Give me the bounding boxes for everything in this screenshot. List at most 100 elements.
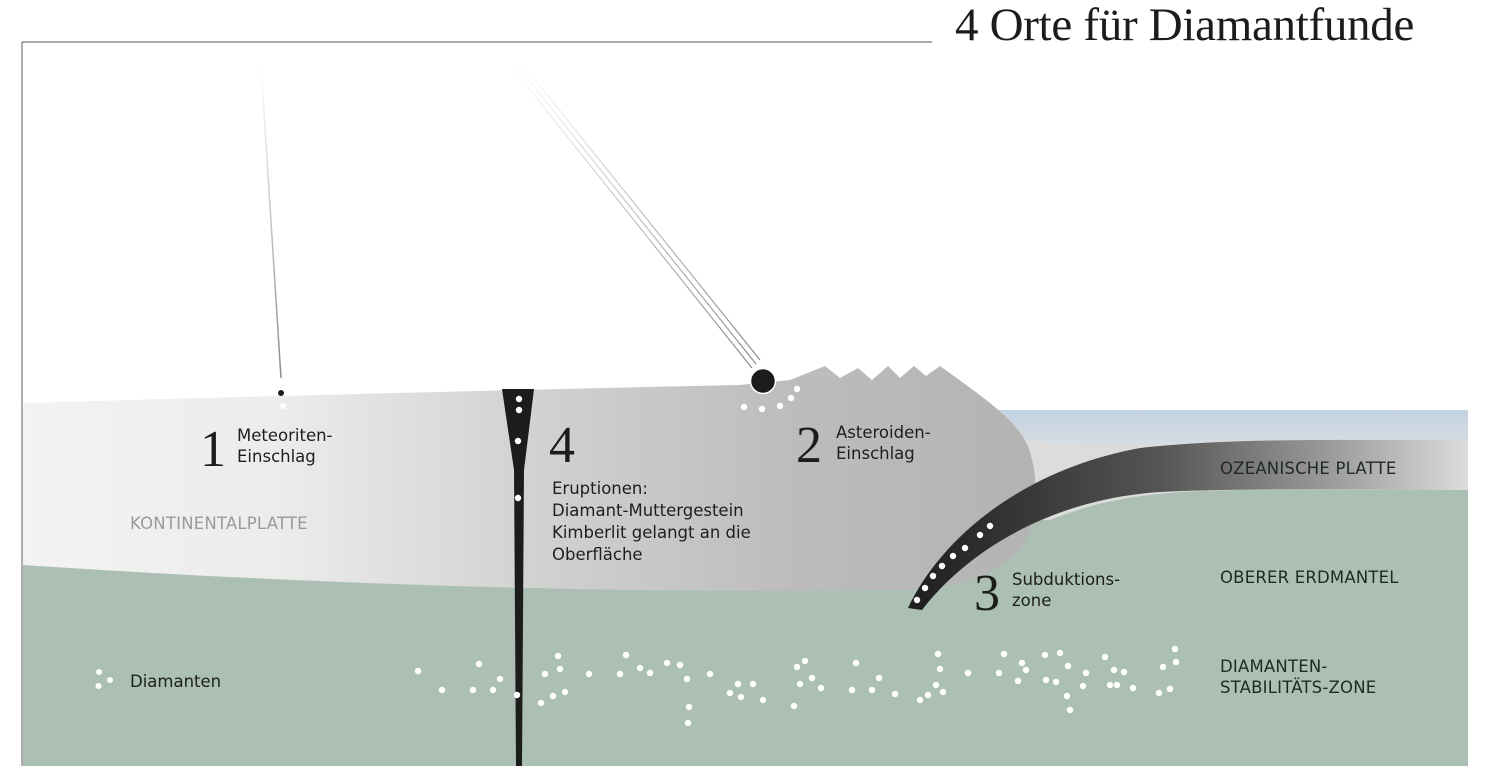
diamond-dot	[1166, 685, 1174, 693]
diamond-dot	[1110, 666, 1118, 674]
diamond-dot	[913, 596, 921, 604]
diamond-dot	[513, 691, 521, 699]
site-2-label-line: Einschlag	[836, 444, 915, 463]
continental-plate-label: KONTINENTALPLATTE	[130, 514, 308, 533]
diamond-dot	[554, 652, 562, 660]
diamond-dot	[556, 665, 564, 673]
diamond-dot	[726, 689, 734, 697]
diamond-dot	[475, 660, 483, 668]
diamond-dot	[1159, 663, 1167, 671]
meteorite-trail	[260, 64, 282, 379]
diamond-dot	[934, 650, 942, 658]
diamond-dot	[986, 522, 994, 530]
site-4-label-line: Oberfläche	[552, 545, 643, 564]
diamond-dot	[793, 385, 801, 393]
site-1-number: 1	[200, 421, 226, 478]
diamond-dot	[1155, 689, 1163, 697]
diamond-dot	[561, 688, 569, 696]
diamond-dot	[515, 406, 523, 414]
diamond-dot	[875, 674, 883, 682]
site-1-label-line: Einschlag	[237, 447, 316, 466]
diamond-dot	[758, 405, 766, 413]
diamond-dot	[852, 659, 860, 667]
diamond-dot	[1171, 645, 1179, 653]
diamond-dot	[776, 402, 784, 410]
stability-zone-label-line: STABILITÄTS-ZONE	[1220, 678, 1377, 697]
site-1-label: Meteoriten- Einschlag	[237, 425, 333, 467]
diamond-dots	[414, 385, 1180, 727]
legend-diamonds-label: Diamanten	[130, 672, 222, 691]
diamond-dot	[759, 696, 767, 704]
diamond-dot	[414, 667, 422, 675]
diamond-dot	[1018, 659, 1026, 667]
diamond-dot	[1041, 651, 1049, 659]
diamond-dot	[939, 688, 947, 696]
asteroid	[749, 367, 777, 395]
diamond-dot	[801, 657, 809, 665]
diamond-dot	[734, 680, 742, 688]
diamond-dot	[938, 562, 946, 570]
meteorite-diamond	[280, 403, 286, 409]
site-4-label-line: Eruptionen:	[552, 479, 648, 498]
diamond-dot	[1172, 658, 1180, 666]
diamond-dot	[636, 664, 644, 672]
diamond-dot	[683, 675, 691, 683]
diamond-dot	[1056, 649, 1064, 657]
diamond-dot	[1000, 650, 1008, 658]
diamond-dot	[438, 686, 446, 694]
diamond-dot	[737, 693, 745, 701]
diamond-dot	[1079, 682, 1087, 690]
diamond-dot	[489, 686, 497, 694]
diamond-dot	[924, 691, 932, 699]
site-4-number: 4	[549, 417, 575, 474]
diamond-dot	[749, 680, 757, 688]
continental-plate	[23, 366, 1036, 591]
site-2-label: Asteroiden- Einschlag	[836, 422, 931, 464]
diamond-dot	[646, 669, 654, 677]
diamond-dot	[916, 696, 924, 704]
diamond-dot	[469, 686, 477, 694]
diamond-dot	[787, 394, 795, 402]
upper-mantle-label: OBERER ERDMANTEL	[1220, 568, 1399, 587]
diamond-dot	[921, 584, 929, 592]
diamond-dot	[817, 684, 825, 692]
diamond-dot	[796, 680, 804, 688]
diamond-dot	[622, 651, 630, 659]
diamond-dot	[1066, 706, 1074, 714]
diamond-dot	[790, 702, 798, 710]
diamond-dot	[848, 686, 856, 694]
diamond-dot	[514, 437, 522, 445]
diamond-dot	[496, 675, 504, 683]
diamond-dot	[1082, 669, 1090, 677]
diamond-dot	[685, 703, 693, 711]
diamond-dot	[515, 395, 523, 403]
white-dots-icon	[95, 669, 113, 689]
diamond-dot	[868, 686, 876, 694]
site-3-label: Subduktions- zone	[1012, 569, 1120, 611]
diamond-dot	[537, 699, 545, 707]
diamond-dot	[1052, 678, 1060, 686]
diamond-dot	[541, 670, 549, 678]
diamond-dot	[549, 692, 557, 700]
diamond-dot	[1113, 681, 1121, 689]
diamond-dot	[1063, 692, 1071, 700]
diamond-dot	[793, 663, 801, 671]
site-2-label-line: Asteroiden-	[836, 423, 931, 442]
meteorite	[278, 390, 284, 396]
diamond-dot	[936, 665, 944, 673]
diamond-dot	[1101, 653, 1109, 661]
diamond-dot	[1106, 681, 1114, 689]
diamond-dot	[932, 681, 940, 689]
site-4-label: Eruptionen: Diamant-Muttergestein Kimber…	[552, 478, 751, 566]
diamond-dot	[676, 661, 684, 669]
site-1-label-line: Meteoriten-	[237, 426, 333, 445]
diamond-dot	[976, 531, 984, 539]
diamond-dot	[1129, 684, 1137, 692]
diamond-dot	[1120, 668, 1128, 676]
diamond-dot	[891, 690, 899, 698]
diamond-dot	[1022, 666, 1030, 674]
diamond-dot	[663, 659, 671, 667]
site-3-label-line: Subduktions-	[1012, 570, 1121, 589]
stability-zone-label: DIAMANTEN- STABILITÄTS-ZONE	[1220, 656, 1376, 698]
